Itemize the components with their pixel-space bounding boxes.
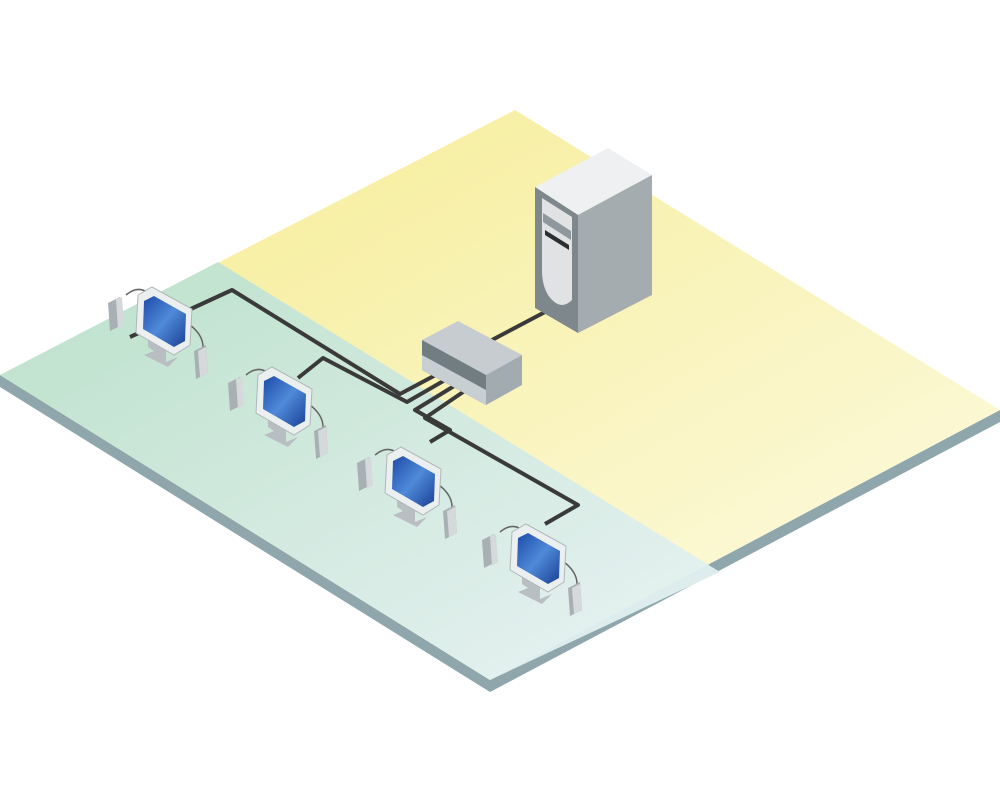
cable-workstation-4 xyxy=(423,388,580,526)
workstations xyxy=(108,286,582,616)
monitor-stand xyxy=(144,340,178,367)
switch[interactable] xyxy=(422,321,522,405)
switch-top xyxy=(422,321,522,375)
speaker-right-face xyxy=(447,507,457,537)
speaker-left-face xyxy=(365,457,373,489)
speaker-right-face xyxy=(318,427,328,457)
cable-switch-server xyxy=(491,310,546,342)
monitor-stand xyxy=(393,500,427,527)
monitor-screen xyxy=(392,456,435,507)
monitor-stand xyxy=(264,420,298,447)
workstation-2[interactable] xyxy=(228,366,328,459)
workstation-1[interactable] xyxy=(108,286,208,379)
switch-front-lower xyxy=(422,355,486,405)
server-top xyxy=(535,148,652,215)
server[interactable] xyxy=(535,148,652,333)
monitor-screen xyxy=(263,376,306,427)
cable-workstation-2 xyxy=(296,356,454,404)
monitor-stand xyxy=(518,577,552,604)
monitor-screen xyxy=(517,533,560,584)
workstation-4[interactable] xyxy=(482,523,582,616)
speaker-left-face xyxy=(236,377,244,409)
floor xyxy=(0,110,1000,692)
monitor-screen xyxy=(143,296,186,347)
speaker-right-face xyxy=(572,584,582,614)
speaker-left-face xyxy=(116,297,124,329)
server-drive-slot xyxy=(545,230,569,250)
speaker-left-face xyxy=(490,534,498,566)
switch-side xyxy=(486,355,522,405)
workstation-3[interactable] xyxy=(357,446,457,539)
server-drive-bay xyxy=(543,213,571,240)
server-side xyxy=(578,175,652,333)
speaker-right-face xyxy=(198,347,208,377)
